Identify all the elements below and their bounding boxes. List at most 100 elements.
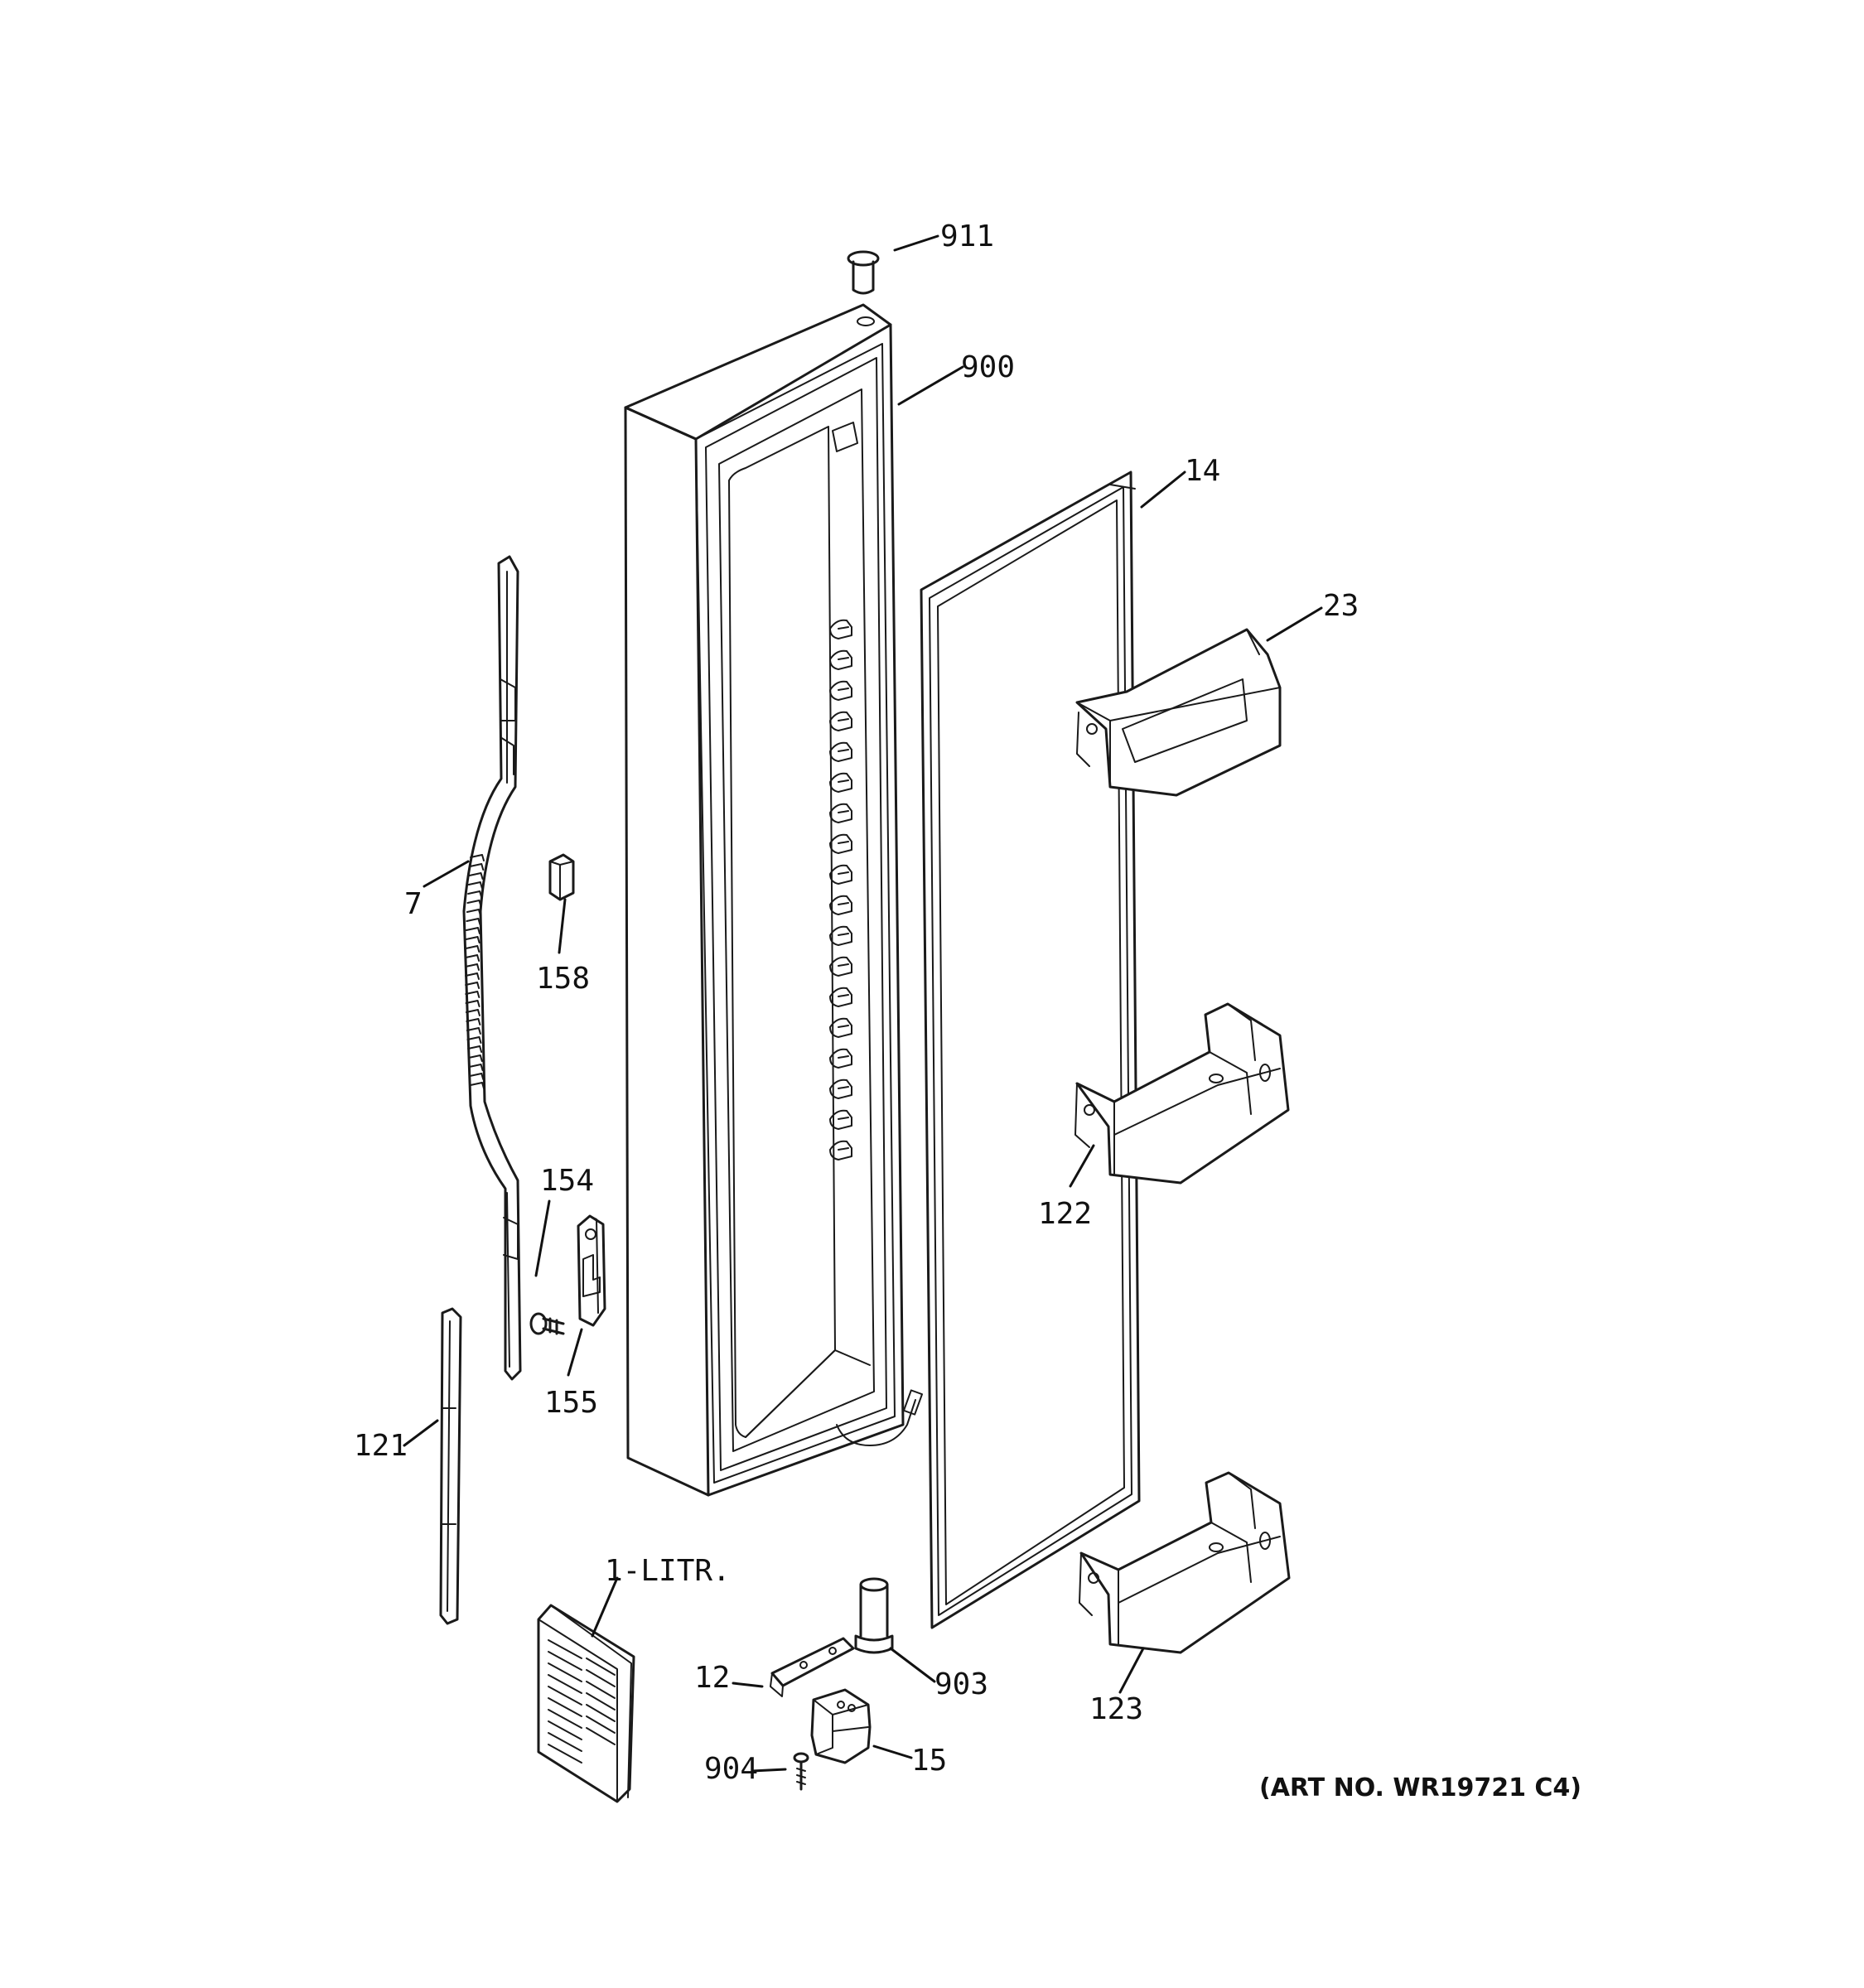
manual-line [548,1709,582,1729]
shelf-clip [829,619,852,639]
callout-labels: 911 900 14 23 7 158 154 155 121 122 123 … [354,220,1359,1786]
handle-ridge [465,927,480,934]
handle-ridge [466,918,481,925]
shelf-clip [829,649,852,670]
shelf-clip [829,1140,852,1160]
manual-line [548,1744,582,1764]
part-15-hinge [810,1688,872,1764]
art-number: (ART NO. WR19721 C4) [1259,1773,1582,1802]
manual-text-lines [548,1639,616,1764]
leader-14 [1140,470,1186,509]
leader-154 [534,1199,551,1277]
part-121-trim [439,1307,462,1625]
callout-158: 158 [536,962,590,996]
leader-23 [1266,606,1323,642]
shelf-clip [829,1048,852,1069]
part-911-cap [847,250,880,295]
leader-1litr [591,1576,619,1638]
callout-900: 900 [961,350,1015,384]
handle-ridge [465,982,480,989]
callout-155: 155 [544,1386,598,1420]
callout-903: 903 [934,1667,988,1701]
leader-911 [893,234,939,252]
part-900-door [624,303,924,1497]
leader-155 [567,1328,583,1377]
shelf-clip [829,895,852,915]
handle-ridge [465,945,480,953]
callout-904: 904 [704,1752,758,1786]
manual-line [548,1697,582,1717]
handle-ridge [466,909,481,916]
handle-ridge [465,1000,480,1007]
manual-line [586,1692,616,1711]
leader-903 [889,1647,936,1683]
callout-23: 23 [1323,589,1359,623]
shelf-clip [829,1017,852,1038]
callout-121: 121 [354,1429,408,1463]
handle-ridge [470,854,485,861]
shelf-clip [829,680,852,701]
callout-15: 15 [911,1744,947,1778]
manual-line [548,1686,582,1706]
part-904-screw [793,1752,809,1791]
handle-ridge [468,872,484,880]
callout-122: 122 [1038,1197,1092,1231]
manual-line [548,1651,582,1671]
manual-line [548,1662,582,1682]
callout-12: 12 [694,1661,730,1695]
shelf-clip [829,772,852,793]
manual-line [548,1720,582,1740]
part-154-screw [529,1312,565,1335]
leader-121 [403,1419,439,1447]
callout-154: 154 [540,1164,594,1198]
handle-ridge [465,954,480,962]
leader-12 [732,1682,764,1688]
handle-ridge [467,890,483,898]
shelf-clip [829,1078,852,1099]
part-123-bin-bottom [1079,1471,1291,1654]
handle-ridge [465,991,480,998]
shelf-clip [829,864,852,885]
manual-line [586,1657,616,1676]
handle-ridge [465,1009,480,1016]
shelf-clip [829,833,852,854]
door-shelf-clips [829,619,852,1160]
leader-123 [1118,1647,1145,1694]
part-158-plug [548,853,575,901]
leader-7 [423,860,470,888]
part-155-hinge [577,1214,606,1327]
leader-158 [558,898,567,954]
shelf-clip [829,987,852,1007]
handle-ridge [468,1064,484,1071]
shelf-clip [829,711,852,731]
manual-line [548,1639,582,1659]
handle-ridge [467,1045,483,1053]
part-1-litr-manual [537,1604,635,1803]
part-23-bin-top [1075,628,1282,797]
manual-line [586,1704,616,1722]
callout-911: 911 [940,220,994,253]
shelf-clip [829,741,852,762]
handle-ridge [467,1054,483,1062]
part-12-bracket [770,1637,855,1697]
handle-ridge [465,972,480,980]
callout-1-litr: 1-LITR. [605,1554,731,1588]
leader-904 [751,1768,787,1773]
manual-line [586,1715,616,1734]
handle-ridge [465,963,480,971]
handle-ridge [469,863,485,871]
manual-line [548,1674,582,1694]
handle-ridge [469,1073,485,1080]
shelf-clip [829,956,852,977]
part-903-pin [854,1577,894,1654]
handle-ridge [465,936,480,943]
leader-900 [897,365,964,406]
callout-7: 7 [404,887,423,921]
manual-line [586,1681,616,1699]
manual-line [586,1669,616,1687]
handle-ridges [465,854,485,1089]
handle-ridge [470,1082,485,1089]
leader-122 [1069,1144,1095,1188]
leader-lines [403,234,1323,1773]
